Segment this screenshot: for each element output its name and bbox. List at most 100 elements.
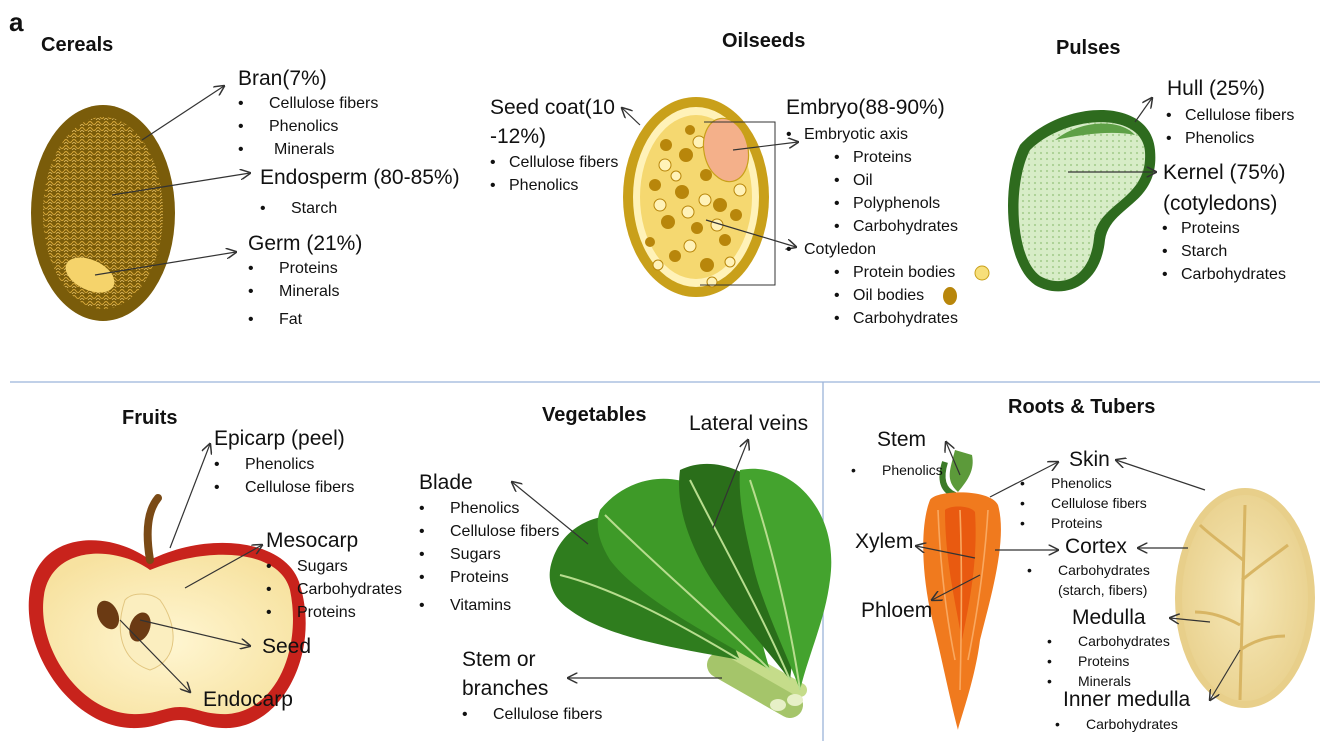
embryo-axis: Embryotic axis [786,126,908,144]
blade-item: Proteins [419,569,559,597]
cortex-item-text: (starch, fibers) [1058,582,1147,598]
blade-item: Vitamins [419,597,559,615]
cereals-title: Cereals [41,35,113,55]
cotyledon-label: Cotyledon [786,241,876,259]
seed-coat-label-line2: -12%) [490,126,546,147]
oilseed-illustration [623,97,775,297]
blade-label: Blade [419,472,473,493]
germ-item: Minerals [248,283,339,311]
germ-item: Proteins [248,260,339,283]
endosperm-item: Starch [260,200,337,218]
embryo-axis-items: Proteins Oil Polyphenols Carbohydrates [834,149,958,236]
endosperm-items: Starch [260,200,337,218]
cotyledon: Cotyledon [786,241,876,259]
cereal-grain-illustration [31,105,175,321]
skin-item: Phenolics [1020,475,1147,495]
kernel-label-line1: Kernel (75%) [1163,162,1286,183]
epicarp-label: Epicarp (peel) [214,428,345,449]
kernel-items: Proteins Starch Carbohydrates [1162,220,1286,284]
cotyledon-item: Protein bodies [834,264,958,287]
blade-items: Phenolics Cellulose fibers Sugars Protei… [419,500,559,615]
stem-label-line1: Stem or [462,649,536,670]
embryo-axis-item: Polyphenols [834,195,958,218]
panel-label: a [9,9,23,35]
lateral-veins-label: Lateral veins [689,413,808,434]
hull-label: Hull (25%) [1167,78,1265,99]
epicarp-item: Cellulose fibers [214,479,354,497]
seed-coat-label-line1: Seed coat(10 [490,97,615,118]
embryo-axis-label: Embryotic axis [786,126,908,144]
seed-coat-item: Cellulose fibers [490,154,618,177]
cortex-items: Carbohydrates (starch, fibers) [1027,562,1150,598]
inner-medulla-items: Carbohydrates [1055,716,1178,732]
pulse-illustration [1008,110,1155,291]
protein-body-swatch [975,266,989,280]
root-stem-item: Phenolics [851,462,943,478]
germ-items: Proteins Minerals Fat [248,260,339,329]
bran-item: Minerals [238,141,378,164]
tuber-illustration [1175,488,1315,708]
hull-items: Cellulose fibers Phenolics [1166,107,1294,148]
cotyledon-item: Carbohydrates [834,310,958,328]
cortex-item: (starch, fibers) [1027,582,1150,598]
carrot-illustration [923,450,1001,730]
kernel-item: Carbohydrates [1162,266,1286,284]
hull-item: Cellulose fibers [1166,107,1294,130]
cortex-item: Carbohydrates [1027,562,1150,582]
blade-item: Cellulose fibers [419,523,559,546]
blade-item: Sugars [419,546,559,569]
mesocarp-label: Mesocarp [266,530,358,551]
kernel-label-line2: (cotyledons) [1163,193,1277,214]
root-stem-label: Stem [877,429,926,450]
stem-label-line2: branches [462,678,548,699]
phloem-label: Phloem [861,600,932,621]
roots-title: Roots & Tubers [1008,397,1155,417]
vegetable-illustration [550,464,832,711]
medulla-label: Medulla [1072,607,1146,628]
skin-items: Phenolics Cellulose fibers Proteins [1020,475,1147,531]
germ-item: Fat [248,311,339,329]
endosperm-label: Endosperm (80-85%) [260,167,460,188]
hull-item: Phenolics [1166,130,1294,148]
medulla-item: Carbohydrates [1047,633,1170,653]
root-stem-items: Phenolics [851,462,943,478]
kernel-item: Proteins [1162,220,1286,243]
endocarp-label: Endocarp [203,689,293,710]
pulses-title: Pulses [1056,38,1120,58]
seed-coat-item: Phenolics [490,177,618,195]
germ-label: Germ (21%) [248,233,362,254]
bran-label: Bran(7%) [238,68,327,89]
embryo-label: Embryo(88-90%) [786,97,945,118]
mesocarp-items: Sugars Carbohydrates Proteins [266,558,402,622]
inner-medulla-label: Inner medulla [1063,689,1190,710]
fruits-title: Fruits [122,408,178,428]
medulla-item: Minerals [1047,673,1170,689]
bran-item: Phenolics [238,118,378,141]
seed-coat-items: Cellulose fibers Phenolics [490,154,618,195]
seed-label: Seed [262,636,311,657]
stem-items: Cellulose fibers [462,706,602,724]
mesocarp-item: Carbohydrates [266,581,402,604]
kernel-item: Starch [1162,243,1286,266]
bran-item: Cellulose fibers [238,95,378,118]
skin-item: Proteins [1020,515,1147,531]
stem-item: Cellulose fibers [462,706,602,724]
blade-item: Phenolics [419,500,559,523]
embryo-axis-item: Proteins [834,149,958,172]
cortex-label: Cortex [1065,536,1127,557]
xylem-label: Xylem [855,531,913,552]
cotyledon-items: Protein bodies Oil bodies Carbohydrates [834,264,958,328]
skin-item: Cellulose fibers [1020,495,1147,515]
mesocarp-item: Proteins [266,604,402,622]
vegetables-title: Vegetables [542,405,647,425]
epicarp-item: Phenolics [214,456,354,479]
cotyledon-item: Oil bodies [834,287,958,310]
bran-items: Cellulose fibers Phenolics Minerals [238,95,378,164]
medulla-items: Carbohydrates Proteins Minerals [1047,633,1170,689]
inner-medulla-item: Carbohydrates [1055,716,1178,732]
mesocarp-item: Sugars [266,558,402,581]
medulla-item: Proteins [1047,653,1170,673]
oilseeds-title: Oilseeds [722,31,805,51]
